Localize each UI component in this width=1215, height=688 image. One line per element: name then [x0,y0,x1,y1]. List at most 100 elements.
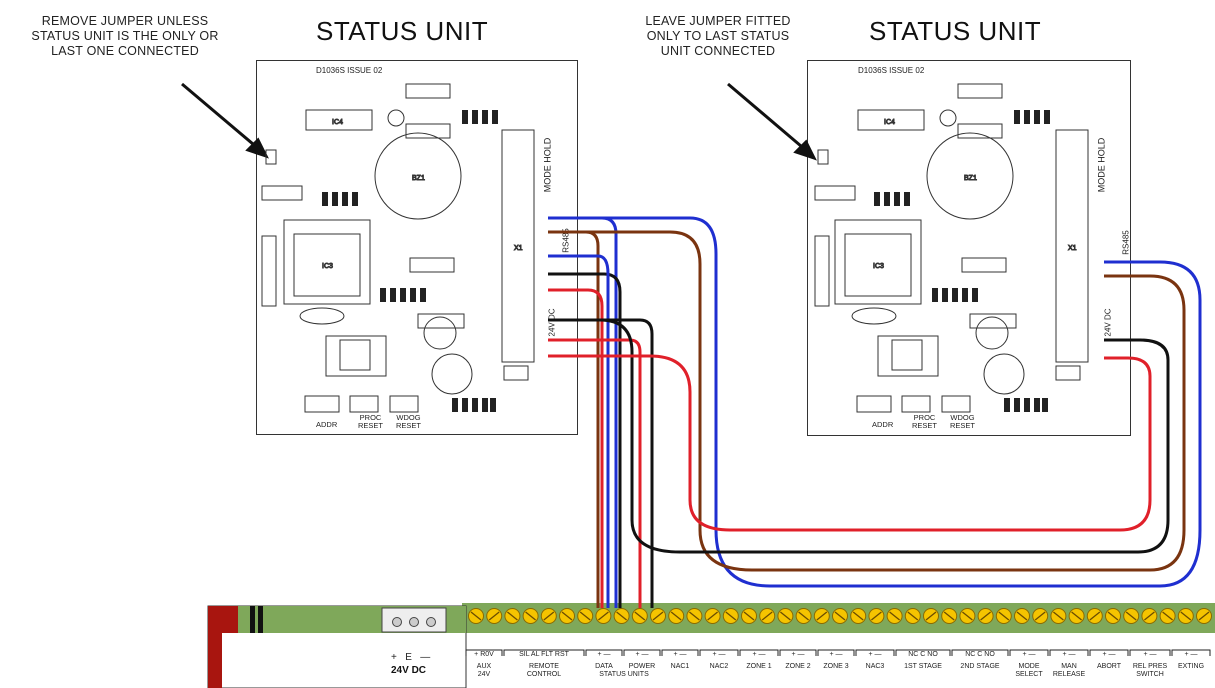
screw-slot [688,611,700,621]
screw-slot [980,611,992,621]
jumper-note-left: REMOVE JUMPER UNLESS STATUS UNIT IS THE … [0,14,250,59]
screw-slot [470,611,482,621]
screw-slot [488,611,500,621]
wire-v24-black-short [548,318,654,608]
terminal-top-label: + — [752,651,765,658]
wire-power-plus-red [548,288,604,608]
screw-slot [1162,611,1174,621]
terminal-top-label: + — [635,651,648,658]
psu-earth: E [405,652,412,663]
terminal-name-label: ZONE 1 [746,663,771,670]
status-units-label: STATUS UNITS [599,671,649,678]
screw-slot [761,611,773,621]
terminal-top-label: SIL AL FLT RST [519,651,570,658]
addr-label-left: ADDR [316,420,338,429]
status-unit-title-left: STATUS UNIT [316,16,489,46]
screw-slot [597,611,609,621]
terminal-name-label: 1ST STAGE [904,663,942,670]
terminal-name-label: EXTING [1178,663,1204,670]
terminal-bracket [661,649,699,656]
psu-minus: — [420,652,431,663]
terminal-name-label: RELEASE [1053,671,1086,678]
svg-text:X1: X1 [514,245,523,252]
terminal-name-label: AUX [477,663,492,670]
terminal-top-label: + — [1184,651,1197,658]
terminal-top-label: + — [1062,651,1075,658]
terminal-bracket [895,649,951,656]
terminal-name-label: 24V [478,671,491,678]
note-line: LAST ONE CONNECTED [51,44,199,58]
terminal-bracket [503,649,585,656]
terminal-name-label: POWER [629,663,655,670]
psu-polarity: + E — [391,652,430,663]
wire-loop-brown [548,230,1186,572]
screw-slot [634,611,646,621]
wire-v24-red-short [548,338,642,608]
wire-data-plus-blue [548,216,618,608]
terminal-top-label: + — [712,651,725,658]
terminal-top-label: + — [829,651,842,658]
screw-slot [1125,611,1137,621]
wire-loop-red [548,354,1152,532]
wire-power-minus-black [548,272,622,608]
terminal-name-label: 2ND STAGE [960,663,999,670]
screw-slot [725,611,737,621]
screw-slot [616,611,628,621]
screw-slot [1089,611,1101,621]
terminal-name-label: ZONE 2 [785,663,810,670]
screw-slot [852,611,864,621]
wire-loop-black [548,318,1170,554]
terminal-name-label: DATA [595,663,613,670]
note-line: ONLY TO LAST STATUS [646,29,790,43]
terminal-top-label: + — [1143,651,1156,658]
screw-slot [1016,611,1028,621]
svg-text:IC4: IC4 [884,119,895,126]
note-line: UNIT CONNECTED [660,44,776,58]
psu-label: 24V DC [391,665,427,676]
terminal-bracket [623,649,661,656]
screw-slot [1071,611,1083,621]
screw-slot [1198,611,1210,621]
svg-text:BZ1: BZ1 [964,175,977,182]
screw-slot [652,611,664,621]
screw-slot [1180,611,1192,621]
svg-text:IC3: IC3 [322,263,333,270]
terminal-name-label: ZONE 3 [823,663,848,670]
terminal-top-label: + — [791,651,804,658]
terminal-bracket [1009,649,1049,656]
screw-slot [670,611,682,621]
terminal-top-label: + — [597,651,610,658]
status-unit-board-left [256,60,578,435]
screw-slot [870,611,882,621]
note-line: STATUS UNIT IS THE ONLY OR [31,29,219,43]
note-line: REMOVE JUMPER UNLESS [41,14,209,28]
terminal-top-label: + R0V [474,651,494,658]
psu-black-band-2 [258,606,263,633]
psu-red-band [208,606,222,688]
screw-slot [561,611,573,621]
screw-slot [779,611,791,621]
wire-in-blue [548,254,610,608]
screw-slot [707,611,719,621]
board-left-resistors [322,110,498,412]
terminal-name-label: MAN [1061,663,1077,670]
svg-text:IC3: IC3 [873,263,884,270]
terminal-bracket [817,649,855,656]
screw-slot [1034,611,1046,621]
terminal-name-label: CONTROL [527,671,561,678]
screw-slot [543,611,555,621]
terminal-name-label: NAC3 [866,663,885,670]
arrow-left [181,82,269,159]
addr-label-right: ADDR [872,420,894,429]
screw-slot [798,611,810,621]
arrow-right [727,82,817,161]
terminal-name-label: SELECT [1015,671,1043,678]
note-line: LEAVE JUMPER FITTED [645,14,791,28]
terminal-bracket [465,649,503,656]
board-right-components: BZ1 IC3 X1 IC4 [814,83,1089,413]
